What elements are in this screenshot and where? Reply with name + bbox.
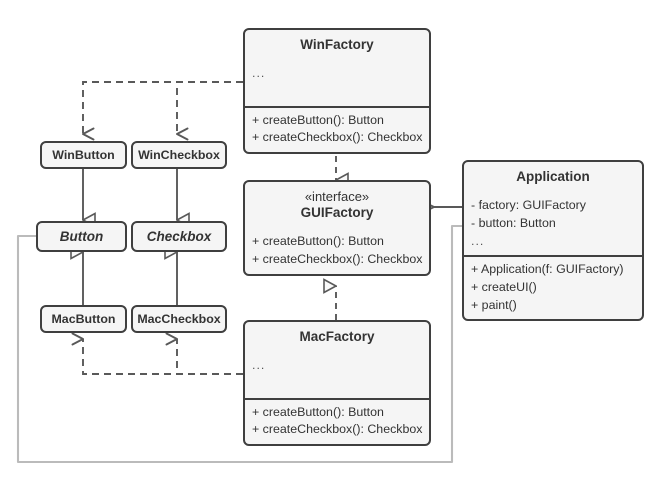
class-box-mac-factory[interactable]: MacFactory ... + createButton(): Button … [243, 320, 431, 446]
class-box-button[interactable]: Button [36, 221, 127, 252]
class-operations-application: + Application(f: GUIFactory) + createUI(… [464, 255, 642, 319]
relation-win-factory-creates-win-button [82, 81, 243, 141]
class-title-mac-checkbox: MacCheckbox [137, 312, 221, 326]
class-title-mac-button: MacButton [51, 312, 116, 326]
class-box-win-button[interactable]: WinButton [40, 141, 127, 169]
class-operations-mac-factory: + createButton(): Button + createCheckbo… [245, 397, 429, 444]
operation-item: + createCheckbox(): Checkbox [252, 130, 423, 145]
attribute-item: - button: Button [471, 216, 556, 231]
class-operations-win-factory: + createButton(): Button + createCheckbo… [245, 105, 429, 152]
attribute-item: ... [252, 358, 266, 373]
class-attributes-application: - factory: GUIFactory - button: Button .… [464, 193, 642, 255]
class-box-win-factory[interactable]: WinFactory ... + createButton(): Button … [243, 28, 431, 154]
class-title-win-factory: WinFactory [300, 37, 374, 52]
operation-item: + createUI() [471, 279, 537, 294]
attribute-spacer [252, 83, 422, 101]
class-box-application[interactable]: Application - factory: GUIFactory - butt… [462, 160, 644, 322]
attribute-item: - factory: GUIFactory [471, 198, 586, 213]
class-title-button: Button [59, 229, 104, 244]
class-box-win-checkbox[interactable]: WinCheckbox [131, 141, 227, 169]
class-title-application: Application [516, 169, 590, 184]
operation-item: + createButton(): Button [252, 404, 384, 419]
operation-item: + createButton(): Button [252, 234, 384, 249]
attribute-item: ... [252, 66, 266, 81]
class-title-mac-factory: MacFactory [299, 329, 375, 344]
relation-mac-factory-creates-mac-button [71, 332, 243, 375]
class-stereotype-gui-factory: «interface» [304, 189, 370, 204]
relation-mac-factory-creates-mac-checkbox [165, 332, 243, 375]
class-title-win-checkbox: WinCheckbox [138, 148, 220, 162]
operation-item: + createCheckbox(): Checkbox [252, 251, 423, 266]
attribute-item: ... [471, 233, 485, 248]
class-attributes-mac-factory: ... [245, 353, 429, 397]
operation-item: + createButton(): Button [252, 112, 384, 127]
class-operations-gui-factory: + createButton(): Button + createCheckbo… [245, 229, 429, 273]
relation-win-factory-creates-win-checkbox [176, 81, 243, 141]
class-title-win-button: WinButton [52, 148, 115, 162]
class-title-checkbox: Checkbox [146, 229, 212, 244]
class-attributes-win-factory: ... [245, 61, 429, 105]
operation-item: + paint() [471, 297, 517, 312]
class-box-mac-checkbox[interactable]: MacCheckbox [131, 305, 227, 333]
class-name-gui-factory: GUIFactory [300, 204, 374, 220]
class-box-mac-button[interactable]: MacButton [40, 305, 127, 333]
operation-item: + createCheckbox(): Checkbox [252, 422, 423, 437]
operation-item: + Application(f: GUIFactory) [471, 262, 624, 277]
class-title-gui-factory: «interface» GUIFactory [245, 182, 429, 229]
class-box-gui-factory[interactable]: «interface» GUIFactory + createButton():… [243, 180, 431, 276]
attribute-spacer [252, 375, 422, 393]
class-box-checkbox[interactable]: Checkbox [131, 221, 227, 252]
